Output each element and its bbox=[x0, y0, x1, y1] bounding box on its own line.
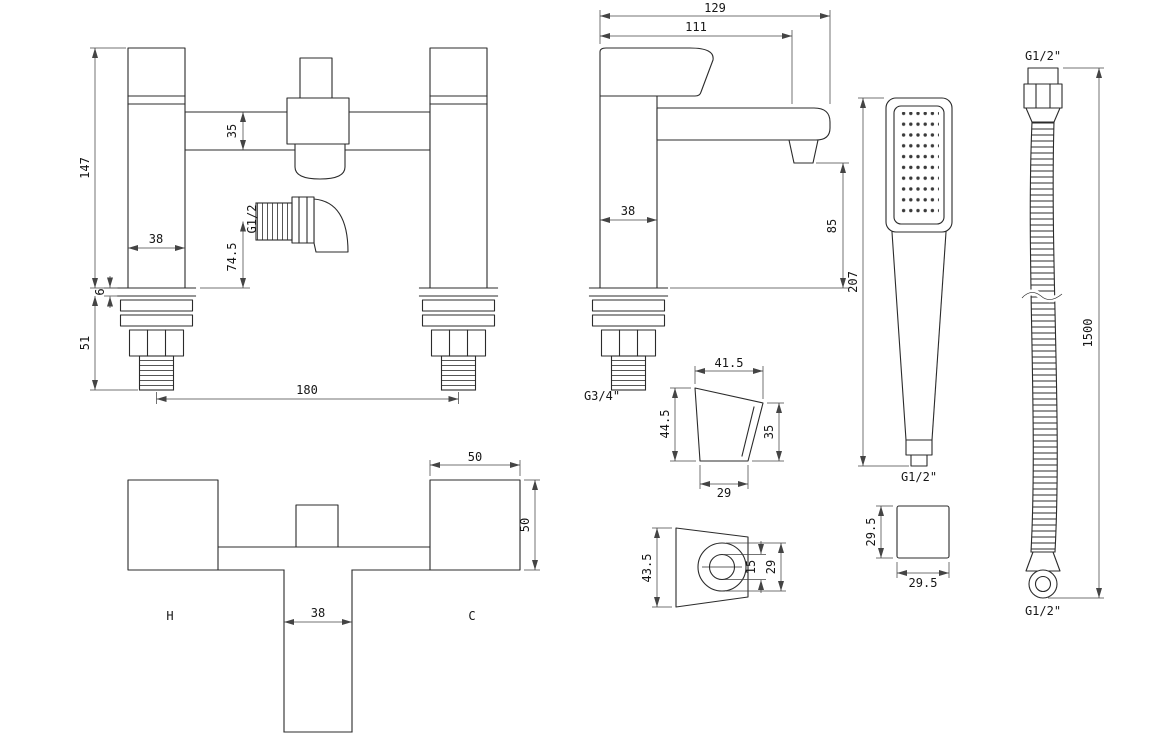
bracket-plan-dimensions: 29.5 29.5 bbox=[864, 505, 950, 590]
hose-break-mark bbox=[1021, 292, 1063, 300]
dim-front-pillar-width: 38 bbox=[149, 232, 163, 246]
label-handset-thread: G1/2" bbox=[901, 470, 937, 484]
dim-bracket-outer-dia: 29 bbox=[764, 560, 778, 574]
plan-diverter-knob bbox=[295, 504, 339, 548]
right-pillar bbox=[429, 47, 488, 289]
handset-handle-end bbox=[905, 439, 933, 456]
dim-front-outlet-height: 74.5 bbox=[225, 243, 239, 272]
bracket-side-body bbox=[694, 387, 764, 462]
shower-outlet-elbow bbox=[313, 198, 349, 253]
elbow-nut bbox=[291, 196, 315, 244]
dim-front-deck-thickness: 6 bbox=[93, 288, 107, 295]
handset-inlet-stub bbox=[910, 454, 928, 467]
label-side-tail-thread: G3/4" bbox=[584, 389, 620, 403]
handset-geometry bbox=[885, 97, 953, 467]
label-hot: H bbox=[166, 609, 173, 623]
bracket-side-geometry bbox=[694, 387, 764, 462]
dim-front-body-height: 35 bbox=[225, 124, 239, 138]
dim-bracket-inner-dia: 15 bbox=[744, 560, 758, 574]
front-view: 147 6 51 38 35 74.5 G1/2 180 bbox=[78, 47, 499, 404]
bracket-front-view: 43.5 15 29 bbox=[640, 527, 786, 608]
spout-collar bbox=[294, 143, 346, 180]
plan-cold-handle bbox=[429, 479, 521, 571]
bracket-side-dimensions: 41.5 44.5 35 29 bbox=[658, 356, 784, 500]
left-pillar bbox=[127, 47, 186, 289]
bracket-front-dimensions: 43.5 15 29 bbox=[640, 527, 786, 608]
bracket-front-geometry bbox=[675, 527, 749, 608]
label-hose-top-thread: G1/2" bbox=[1025, 49, 1061, 63]
handset-view: 207 G1/2" bbox=[846, 97, 953, 484]
outlet-thread-nipple bbox=[255, 202, 293, 241]
dim-plan-handle-width: 50 bbox=[468, 450, 482, 464]
plan-view: 50 50 38 H C bbox=[127, 450, 540, 733]
hose-geometry bbox=[1019, 67, 1064, 599]
handset-dimensions: 207 G1/2" bbox=[846, 97, 937, 484]
front-dimensions: 147 6 51 38 35 74.5 G1/2 180 bbox=[78, 47, 459, 404]
diverter-knob bbox=[299, 57, 333, 99]
dim-bracket-top-width: 41.5 bbox=[715, 356, 744, 370]
plan-dimensions: 50 50 38 H C bbox=[166, 450, 540, 625]
side-lever-handle bbox=[599, 47, 714, 97]
dim-bracket-front-height: 35 bbox=[762, 425, 776, 439]
dim-handset-length: 207 bbox=[846, 271, 860, 293]
spout-outlet bbox=[788, 139, 819, 164]
left-mount-assembly bbox=[116, 287, 197, 391]
side-mount-assembly bbox=[588, 287, 669, 391]
hose-bottom-cone bbox=[1025, 551, 1061, 572]
bracket-plan-body bbox=[896, 505, 950, 559]
dim-hose-length: 1500 bbox=[1081, 319, 1095, 348]
bracket-side-view: 41.5 44.5 35 29 bbox=[658, 356, 784, 500]
hose-dimensions: G1/2" G1/2" 1500 bbox=[1025, 49, 1104, 618]
hose-view: G1/2" G1/2" 1500 bbox=[1019, 49, 1104, 618]
hose-top-nut bbox=[1023, 83, 1063, 109]
dim-plan-spout-width: 38 bbox=[311, 606, 325, 620]
side-geometry bbox=[588, 47, 831, 391]
hose-top-cone bbox=[1025, 107, 1061, 123]
plan-geometry bbox=[127, 479, 521, 733]
label-front-outlet-thread: G1/2 bbox=[245, 205, 259, 234]
dim-side-body-depth: 38 bbox=[621, 204, 635, 218]
front-geometry bbox=[116, 47, 499, 391]
dim-side-spout-reach: 111 bbox=[685, 20, 707, 34]
diverter-block bbox=[286, 97, 350, 145]
side-view: 129 111 38 85 G3/4" bbox=[584, 1, 849, 403]
hose-top-ferrule bbox=[1027, 67, 1059, 85]
hose-body bbox=[1029, 121, 1058, 553]
dim-plan-handle-depth: 50 bbox=[518, 518, 532, 532]
right-mount-assembly bbox=[418, 287, 499, 391]
dim-side-spout-clearance: 85 bbox=[825, 219, 839, 233]
dim-bracket-plan-width: 29.5 bbox=[909, 576, 938, 590]
side-dimensions: 129 111 38 85 G3/4" bbox=[584, 1, 849, 403]
side-column bbox=[599, 95, 658, 289]
side-spout bbox=[656, 107, 831, 141]
dim-bracket-back-height: 44.5 bbox=[658, 410, 672, 439]
dim-side-overall-depth: 129 bbox=[704, 1, 726, 15]
dim-bracket-base-width: 29 bbox=[717, 486, 731, 500]
label-hose-bottom-thread: G1/2" bbox=[1025, 604, 1061, 618]
dim-bracket-height: 43.5 bbox=[640, 554, 654, 583]
label-cold: C bbox=[468, 609, 475, 623]
dim-front-tail-length: 51 bbox=[78, 336, 92, 350]
plan-hot-handle bbox=[127, 479, 219, 571]
dim-front-overall-height: 147 bbox=[78, 157, 92, 179]
dim-bracket-plan-height: 29.5 bbox=[864, 518, 878, 547]
bracket-plan-view: 29.5 29.5 bbox=[864, 505, 950, 590]
spray-nozzles bbox=[899, 112, 939, 216]
dim-front-centres: 180 bbox=[296, 383, 318, 397]
